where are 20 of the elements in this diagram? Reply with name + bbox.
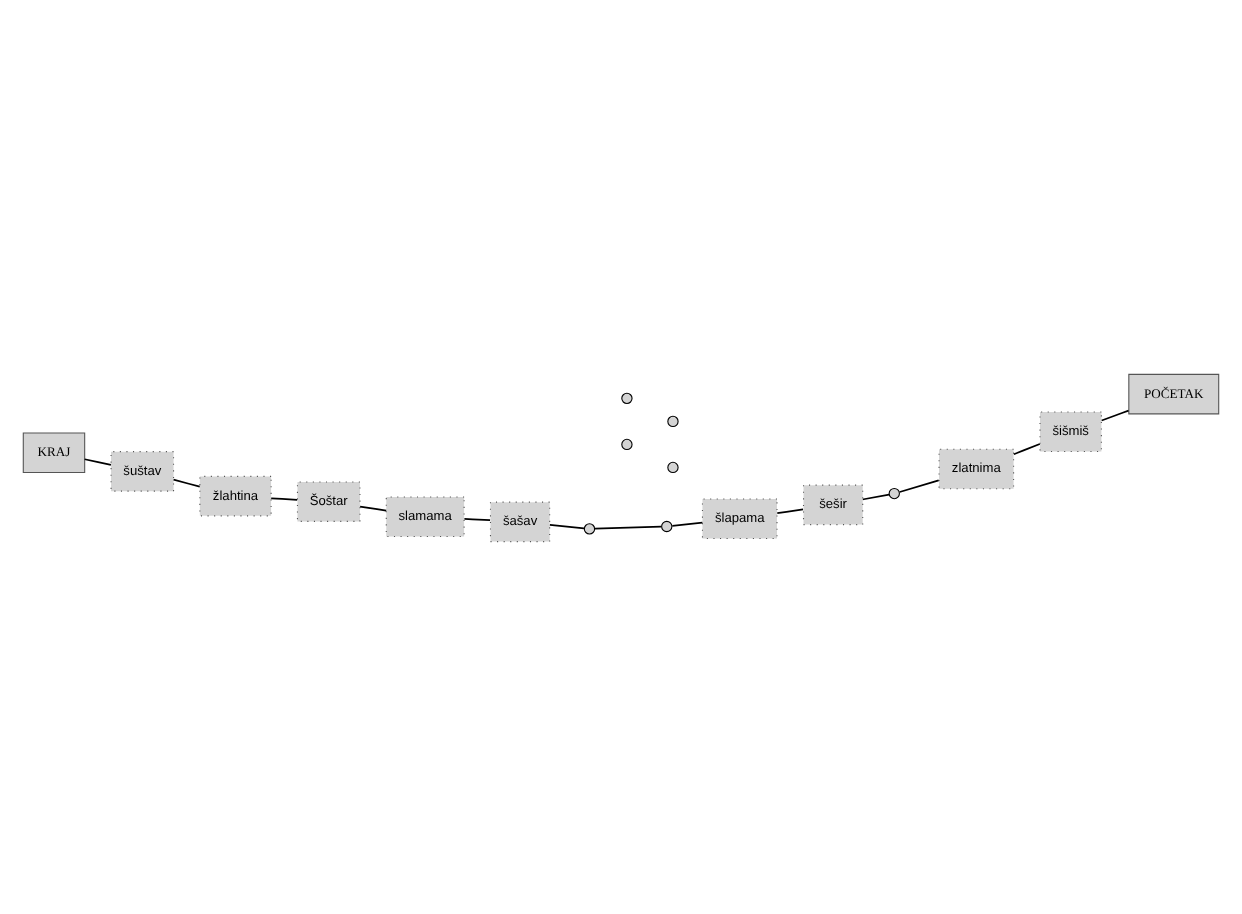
connector xyxy=(463,516,491,521)
node-circle xyxy=(621,437,633,450)
connector xyxy=(359,504,388,511)
connector xyxy=(83,457,112,465)
connector xyxy=(671,520,704,526)
connector xyxy=(898,478,940,492)
connector xyxy=(1013,442,1041,455)
connector xyxy=(861,492,890,500)
connector xyxy=(172,477,201,487)
connector xyxy=(594,524,663,529)
node-circle xyxy=(621,391,633,404)
connector xyxy=(270,496,298,500)
node-circle xyxy=(661,519,673,532)
connector xyxy=(549,523,585,529)
node-circle xyxy=(583,522,596,534)
node-circle xyxy=(888,486,900,499)
connector xyxy=(776,507,804,514)
connector xyxy=(1100,408,1130,421)
node-circle xyxy=(667,460,679,473)
node-circle xyxy=(667,414,679,427)
